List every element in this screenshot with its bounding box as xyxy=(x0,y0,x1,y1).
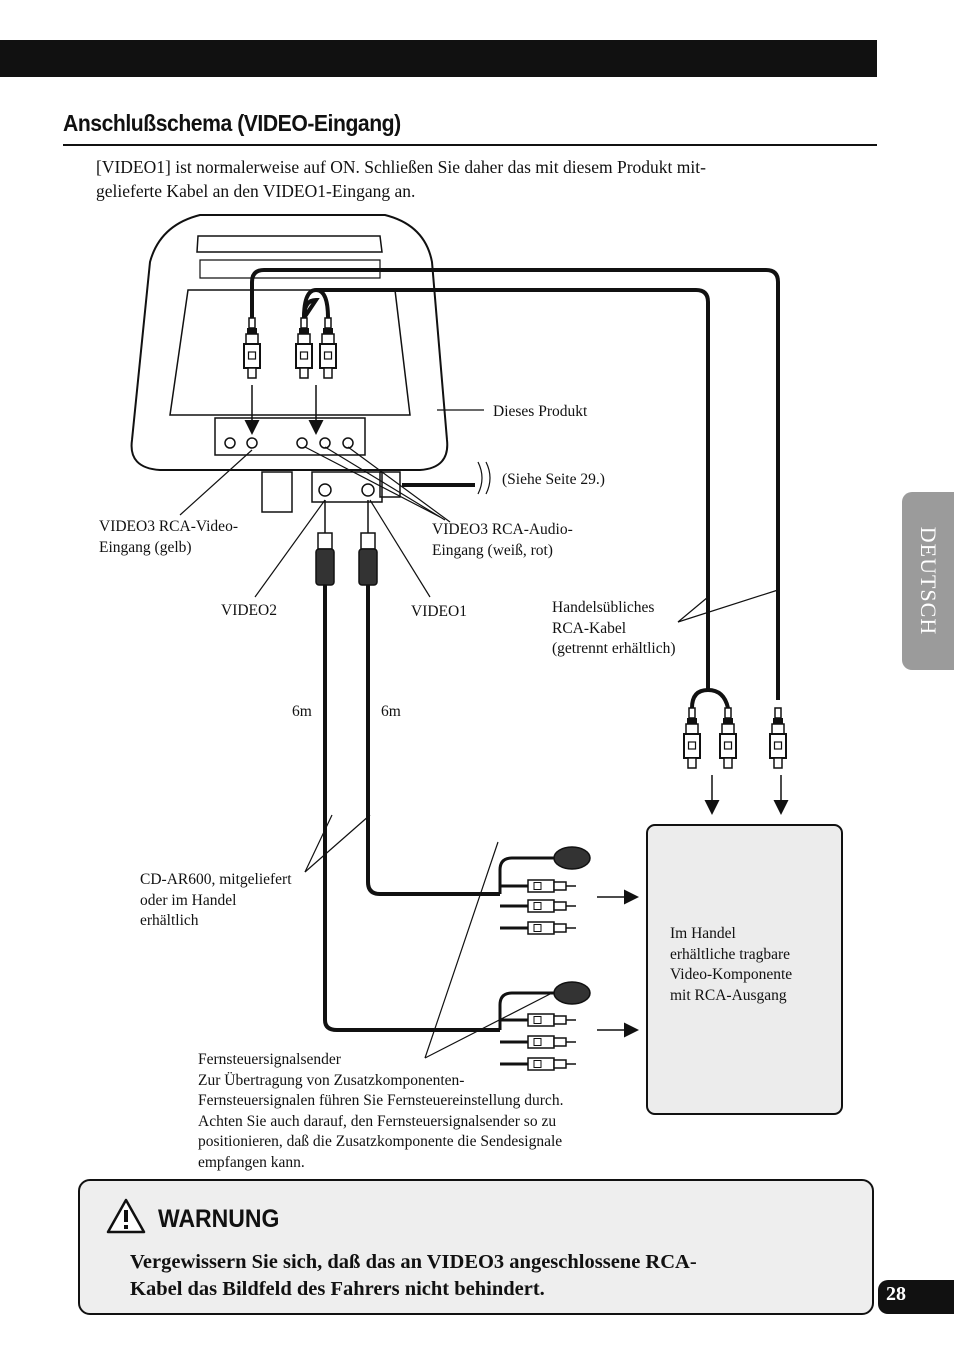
label-siehe-seite: (Siehe Seite 29.) xyxy=(502,471,605,488)
title-rule xyxy=(63,144,877,146)
label-rca-kabel: Handelsübliches RCA-Kabel (getrennt erhä… xyxy=(552,598,676,660)
label-fern-line-3: Fernsteuersignalen führen Sie Fernsteuer… xyxy=(198,1092,564,1109)
label-cd-line-1: CD-AR600, mitgeliefert xyxy=(140,871,292,888)
label-comp-line-1: Im Handel xyxy=(670,925,736,942)
label-rca-kabel-line-3: (getrennt erhältlich) xyxy=(552,640,676,657)
label-fern-line-4: Achten Sie auch darauf, den Fernsteuersi… xyxy=(198,1112,557,1130)
rca-cable-right xyxy=(683,687,787,769)
warning-text: Vergewissern Sie sich, daß das an VIDEO3… xyxy=(130,1249,830,1303)
label-comp-line-4: mit RCA-Ausgang xyxy=(670,986,787,1004)
label-video2: VIDEO2 xyxy=(221,602,277,619)
breakout-upper xyxy=(498,846,591,935)
plug-arrows-top xyxy=(244,385,324,435)
intro-line-1: [VIDEO1] ist normalerweise auf ON. Schli… xyxy=(96,157,706,177)
label-comp-line-2: erhältliche tragbare xyxy=(670,945,791,963)
page-number: 28 xyxy=(886,1283,906,1305)
label-length-right: 6m xyxy=(381,703,401,720)
video-cables xyxy=(315,500,500,1032)
rca-cables-top xyxy=(250,268,780,700)
label-video3-video-line-2: Eingang (gelb) xyxy=(99,538,192,556)
label-rca-kabel-line-2: RCA-Kabel xyxy=(552,619,627,637)
page-number-tab: 28 xyxy=(878,1280,954,1314)
plug-arrows-right xyxy=(704,775,789,815)
warning-box: WARNUNG Vergewissern Sie sich, daß das a… xyxy=(78,1179,874,1315)
video-component-box xyxy=(646,824,843,1115)
label-video3-audio-line-1: VIDEO3 RCA-Audio- xyxy=(432,521,573,538)
label-video3-video-line-1: VIDEO3 RCA-Video- xyxy=(99,518,238,535)
label-cd-ar600: CD-AR600, mitgeliefert oder im Handel er… xyxy=(140,870,292,932)
label-video3-video: VIDEO3 RCA-Video- Eingang (gelb) xyxy=(99,517,238,558)
label-fernsteuersignalsender: Fernsteuersignalsender Zur Übertragung v… xyxy=(198,1050,563,1173)
language-tab: DEUTSCH xyxy=(902,492,954,670)
label-video-component: Im Handel erhältliche tragbare Video-Kom… xyxy=(670,924,792,1006)
label-video3-audio-line-2: Eingang (weiß, rot) xyxy=(432,541,553,559)
label-fern-line-5: positionieren, daß die Zusatzkomponente … xyxy=(198,1133,563,1150)
header-bar xyxy=(0,40,877,77)
video-input-jacks xyxy=(318,483,375,497)
label-cd-line-2: oder im Handel xyxy=(140,891,237,909)
label-comp-line-3: Video-Komponente xyxy=(670,966,793,983)
breakout-lower xyxy=(498,981,591,1071)
warning-triangle-icon xyxy=(106,1198,146,1234)
label-rca-kabel-line-1: Handelsübliches xyxy=(552,599,655,616)
label-length-left: 6m xyxy=(292,703,312,720)
intro-paragraph: [VIDEO1] ist normalerweise auf ON. Schli… xyxy=(96,155,836,203)
warning-title: WARNUNG xyxy=(158,1205,280,1233)
label-dieses-produkt: Dieses Produkt xyxy=(493,403,588,420)
front-jacks xyxy=(224,437,354,449)
warning-text-line-1: Vergewissern Sie sich, daß das an VIDEO3… xyxy=(130,1251,697,1273)
label-fern-line-1: Fernsteuersignalsender xyxy=(198,1051,341,1068)
label-fern-line-6: empfangen kann. xyxy=(198,1153,305,1171)
product-unit xyxy=(130,214,449,513)
label-fern-line-2: Zur Übertragung von Zusatzkomponenten- xyxy=(198,1071,465,1089)
label-video1: VIDEO1 xyxy=(411,603,467,620)
intro-line-2: gelieferte Kabel an den VIDEO1-Eingang a… xyxy=(96,181,416,201)
side-cable xyxy=(402,461,491,495)
label-cd-line-3: erhältlich xyxy=(140,912,199,929)
leader-lines xyxy=(179,409,779,1059)
component-arrows xyxy=(597,889,639,1038)
section-title: Anschlußschema (VIDEO-Eingang) xyxy=(63,110,401,136)
warning-text-line-2: Kabel das Bildfeld des Fahrers nicht beh… xyxy=(130,1278,545,1300)
label-video3-audio: VIDEO3 RCA-Audio- Eingang (weiß, rot) xyxy=(432,520,573,561)
